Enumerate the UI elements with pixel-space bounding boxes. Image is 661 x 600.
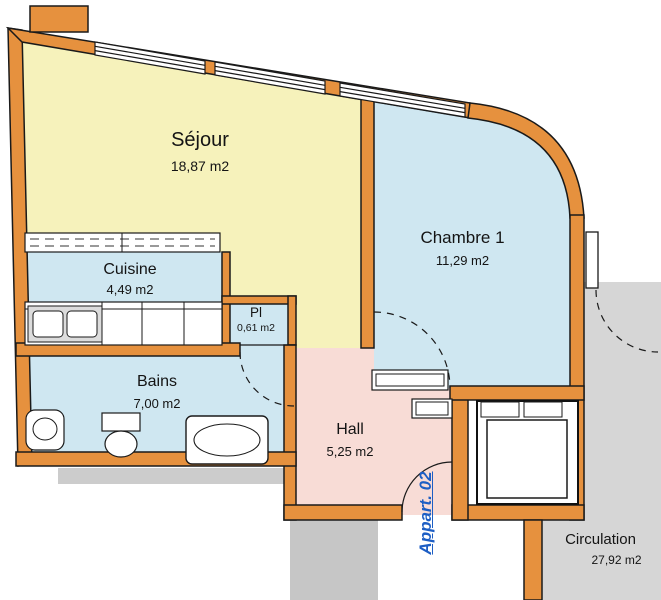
room-name: Pl xyxy=(249,305,262,320)
wall-chambre-bottom xyxy=(449,385,585,401)
wall-stub-top-left xyxy=(29,5,89,33)
elevator xyxy=(476,400,579,505)
room-label-bains: Bains 7,00 m2 xyxy=(85,372,229,412)
door-swing-chambre xyxy=(373,311,451,389)
room-name: Circulation xyxy=(565,531,636,548)
window-3-glazing xyxy=(339,91,466,114)
room-label-pl: Pl 0,61 m2 xyxy=(228,305,284,335)
washbasin-bowl xyxy=(32,417,58,441)
radiator-chambre-inner xyxy=(375,373,445,387)
room-name: Séjour xyxy=(171,129,229,151)
door-swing-entry xyxy=(401,461,453,513)
room-label-hall: Hall 5,25 m2 xyxy=(278,420,422,460)
room-name: Bains xyxy=(136,373,178,390)
washbasin xyxy=(25,409,65,451)
room-name: Chambre 1 xyxy=(420,228,505,247)
room-area: 4,49 m2 xyxy=(106,282,154,298)
radiator-hall-inner xyxy=(415,401,449,416)
room-label-sejour: Séjour 18,87 m2 xyxy=(128,128,272,175)
stairwell-area xyxy=(290,520,378,600)
room-label-chambre: Chambre 1 11,29 m2 xyxy=(390,228,535,269)
radiator-chambre xyxy=(371,369,449,391)
door-swing-bains xyxy=(239,351,295,407)
window-2-glazing xyxy=(214,70,326,91)
structure-strip-below-bains xyxy=(58,468,296,484)
room-sejour xyxy=(22,40,361,348)
wall-stub-bottom xyxy=(523,519,543,600)
window-1-glazing xyxy=(94,45,206,66)
sink-basin-right xyxy=(66,310,98,338)
wall-stub-circulation xyxy=(585,231,599,289)
window-3-glazing xyxy=(339,86,466,109)
room-name: Cuisine xyxy=(103,261,157,278)
bathroom-fixtures xyxy=(25,409,269,465)
toilet-tank xyxy=(101,412,141,432)
sink-basin-left xyxy=(32,310,64,338)
wall-pl-top xyxy=(221,295,297,305)
window-2-glazing xyxy=(214,65,326,86)
room-area: 5,25 m2 xyxy=(326,444,374,460)
room-area: 18,87 m2 xyxy=(170,158,230,174)
elevator-cab xyxy=(486,419,568,499)
room-area: 7,00 m2 xyxy=(133,396,181,412)
radiators xyxy=(371,369,453,419)
wall-pl-right xyxy=(287,295,297,346)
room-area: 27,92 m2 xyxy=(591,553,642,567)
wall-elevator-bottom xyxy=(451,504,585,521)
bathtub xyxy=(185,415,269,465)
bathtub-basin xyxy=(193,423,261,457)
elevator-door-left xyxy=(480,401,520,418)
kitchen-bar-counter xyxy=(24,232,221,253)
radiator-hall xyxy=(411,398,453,419)
wall-elevator-left xyxy=(451,387,469,521)
room-area: 0,61 m2 xyxy=(237,322,275,335)
room-label-circulation: Circulation 27,92 m2 xyxy=(540,531,661,567)
room-name: Hall xyxy=(336,421,364,438)
apartment-number-label: Appart. 02 xyxy=(416,471,435,555)
elevator-door-right xyxy=(523,401,563,418)
wall-sejour-chambre xyxy=(360,98,375,349)
room-area: 11,29 m2 xyxy=(435,253,490,269)
toilet-bowl xyxy=(104,430,138,458)
window-1-glazing xyxy=(94,50,206,71)
room-fills xyxy=(22,40,661,600)
room-circulation-lower xyxy=(542,520,661,600)
room-label-cuisine: Cuisine 4,49 m2 xyxy=(58,260,202,298)
door-swings xyxy=(239,289,659,513)
wall-hall-bottom xyxy=(283,504,403,521)
room-chambre xyxy=(374,101,570,388)
windows xyxy=(94,41,466,118)
kitchen-counter xyxy=(24,301,223,346)
